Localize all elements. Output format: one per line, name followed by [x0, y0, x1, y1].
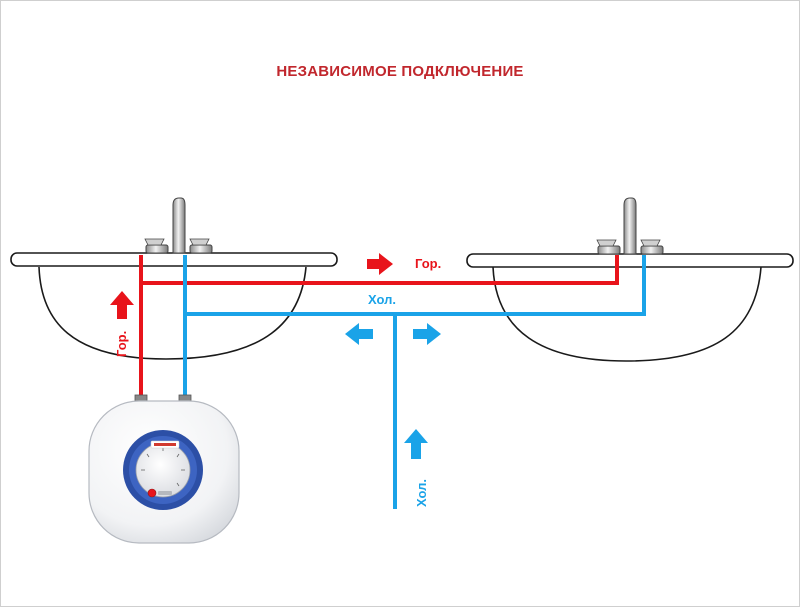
- cold-water-pipe: [183, 255, 646, 509]
- arrow-icon: [413, 323, 441, 345]
- arrow-icon: [404, 429, 428, 459]
- arrow-icon: [110, 291, 134, 319]
- brand-logo: [154, 443, 176, 446]
- cold-label-bottom: Хол.: [414, 479, 429, 507]
- indicator-lamp: [147, 488, 157, 498]
- sink-right: [466, 253, 794, 362]
- faucet-left: [144, 197, 213, 254]
- hot-water-pipe: [139, 255, 619, 399]
- indicator-label: [158, 491, 172, 495]
- sink-left: [10, 252, 338, 360]
- cold-label-top: Хол.: [368, 292, 396, 307]
- diagram-title: НЕЗАВИСИМОЕ ПОДКЛЮЧЕНИЕ: [276, 63, 524, 80]
- arrow-icon: [367, 253, 393, 275]
- heater-dial[interactable]: [141, 447, 185, 487]
- arrow-icon: [345, 323, 373, 345]
- hot-label-right: Гор.: [415, 256, 441, 271]
- hot-label-left: Гор.: [114, 331, 129, 357]
- water-heater: [88, 394, 240, 544]
- faucet-right: [596, 197, 664, 255]
